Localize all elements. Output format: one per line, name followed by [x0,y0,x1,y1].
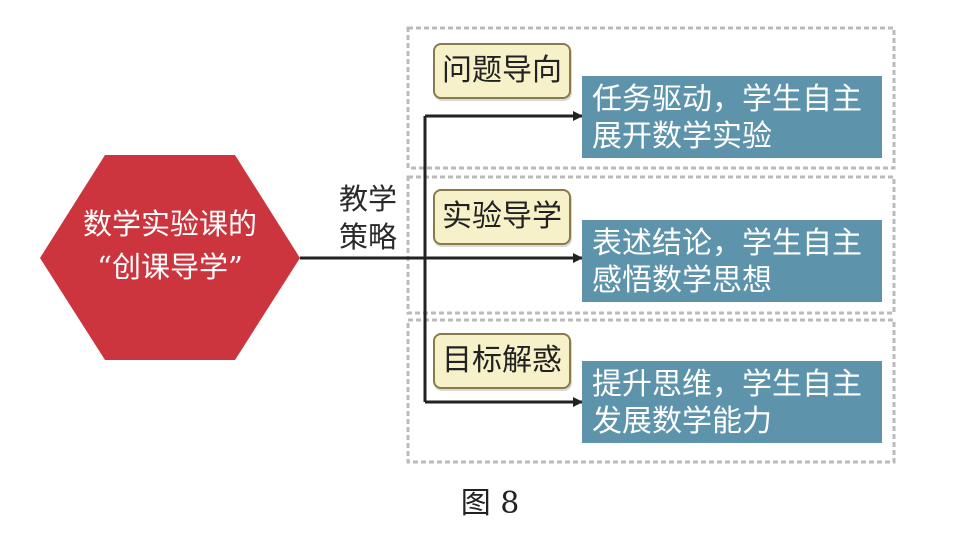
tag-experiment-guided: 实验导学 [433,189,571,245]
figure-caption: 图 8 [460,486,520,521]
center-label-line2: “创课导学” [97,250,243,284]
result-3-line2: 发展数学能力 [592,404,772,439]
dashed-group-1 [406,26,896,170]
center-label: 数学实验课的 “创课导学” [40,203,300,289]
strategy-label-line1: 教学 [338,182,397,216]
result-2-line1: 表述结论，学生自主 [592,226,862,261]
result-2-line2: 感悟数学思想 [592,263,772,298]
dashed-group-3 [406,318,896,464]
result-1-line1: 任务驱动，学生自主 [592,82,862,117]
strategy-label: 教学 策略 [333,180,403,256]
tag-problem-oriented: 问题导向 [433,43,571,99]
result-box-2: 表述结论，学生自主 感悟数学思想 [582,220,882,302]
strategy-label-line2: 策略 [338,220,397,254]
tag-goal-clarification: 目标解惑 [433,333,571,389]
result-3-line1: 提升思维，学生自主 [592,367,862,402]
dashed-group-2 [406,175,896,315]
center-hexagon [40,155,300,360]
result-1-line2: 展开数学实验 [592,119,772,154]
center-label-line1: 数学实验课的 [82,207,257,241]
result-box-3: 提升思维，学生自主 发展数学能力 [582,361,882,443]
result-box-1: 任务驱动，学生自主 展开数学实验 [582,76,882,158]
